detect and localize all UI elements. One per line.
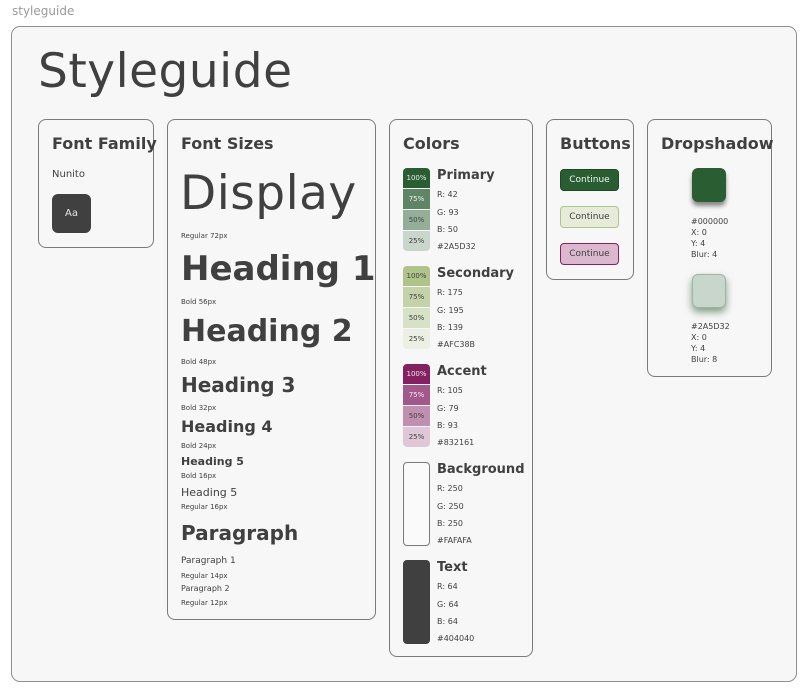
dropshadow-card: Dropshadow #000000 X: 0 Y: 4 Blur: 4 #2A… xyxy=(647,119,774,377)
accent-swatch-100: 100% xyxy=(403,364,430,384)
shadow1-y: Y: 4 xyxy=(691,239,706,248)
shadow1-blur: Blur: 4 xyxy=(691,250,718,259)
heading-3-sample: Heading 3 xyxy=(181,373,296,397)
accent-name: Accent xyxy=(437,364,487,379)
primary-b: B: 50 xyxy=(437,225,458,234)
buttons-title: Buttons xyxy=(560,134,631,153)
shadow2-x: X: 0 xyxy=(691,333,707,342)
heading-1-sample: Heading 1 xyxy=(181,249,376,289)
font-family-title: Font Family xyxy=(52,134,157,153)
text-g: G: 64 xyxy=(437,600,459,609)
accent-continue-button[interactable]: Continue xyxy=(560,243,619,265)
text-r: R: 64 xyxy=(437,582,458,591)
accent-r: R: 105 xyxy=(437,386,463,395)
font-family-card: Font Family Nunito Aa xyxy=(38,119,157,248)
heading-4-note: Bold 24px xyxy=(181,442,217,450)
background-swatch xyxy=(403,462,430,546)
shadow2-y: Y: 4 xyxy=(691,344,706,353)
accent-swatch-75: 75% xyxy=(403,385,430,405)
secondary-swatch-75: 75% xyxy=(403,287,430,307)
primary-swatch-100: 100% xyxy=(403,168,430,188)
accent-swatch-25: 25% xyxy=(403,427,430,447)
shadow-sample-dark xyxy=(692,168,726,202)
accent-swatch-50: 50% xyxy=(403,406,430,426)
paragraph-sample: Paragraph xyxy=(181,521,299,545)
accent-g: G: 79 xyxy=(437,404,459,413)
text-swatch xyxy=(403,560,430,644)
heading-4-sample: Heading 4 xyxy=(181,417,273,436)
background-r: R: 250 xyxy=(437,484,463,493)
secondary-g: G: 195 xyxy=(437,306,464,315)
heading-2-sample: Heading 2 xyxy=(181,314,353,349)
background-name: Background xyxy=(437,462,525,477)
colors-card: Colors 100% 75% 50% 25% Primary R: 42 G:… xyxy=(389,119,533,657)
secondary-swatch-25: 25% xyxy=(403,329,430,349)
secondary-hex: #AFC38B xyxy=(437,340,476,349)
dropshadow-title: Dropshadow xyxy=(661,134,774,153)
heading-5-bold-note: Bold 16px xyxy=(181,472,217,480)
primary-hex: #2A5D32 xyxy=(437,242,476,251)
text-hex: #404040 xyxy=(437,634,475,643)
secondary-r: R: 175 xyxy=(437,288,463,297)
font-name: Nunito xyxy=(52,169,85,180)
primary-swatch-25: 25% xyxy=(403,231,430,251)
primary-name: Primary xyxy=(437,168,495,183)
display-sample: Display xyxy=(180,166,357,221)
text-name: Text xyxy=(437,560,468,575)
shadow2-color: #2A5D32 xyxy=(691,322,730,331)
paragraph-2-sample: Paragraph 2 xyxy=(181,584,230,593)
background-g: G: 250 xyxy=(437,502,464,511)
text-b: B: 64 xyxy=(437,617,458,626)
secondary-swatch-50: 50% xyxy=(403,308,430,328)
frame-label: styleguide xyxy=(12,4,75,18)
primary-swatch-50: 50% xyxy=(403,210,430,230)
secondary-swatch-100: 100% xyxy=(403,266,430,286)
shadow2-blur: Blur: 8 xyxy=(691,355,718,364)
primary-r: R: 42 xyxy=(437,190,458,199)
paragraph-2-note: Regular 12px xyxy=(181,599,228,607)
colors-title: Colors xyxy=(403,134,460,153)
shadow1-x: X: 0 xyxy=(691,228,707,237)
heading-5-regular-note: Regular 16px xyxy=(181,503,228,511)
buttons-card: Buttons Continue Continue Continue xyxy=(546,119,634,280)
paragraph-1-sample: Paragraph 1 xyxy=(181,556,236,566)
heading-5-bold-sample: Heading 5 xyxy=(181,455,244,468)
font-sizes-card: Font Sizes Display Regular 72px Heading … xyxy=(167,119,376,620)
background-b: B: 250 xyxy=(437,519,463,528)
paragraph-1-note: Regular 14px xyxy=(181,572,228,580)
primary-swatch-75: 75% xyxy=(403,189,430,209)
background-hex: #FAFAFA xyxy=(437,536,472,545)
shadow1-color: #000000 xyxy=(691,217,729,226)
page-title: Styleguide xyxy=(38,44,293,99)
accent-b: B: 93 xyxy=(437,421,458,430)
secondary-b: B: 139 xyxy=(437,323,463,332)
secondary-name: Secondary xyxy=(437,266,515,281)
heading-2-note: Bold 48px xyxy=(181,358,217,366)
primary-g: G: 93 xyxy=(437,208,459,217)
shadow-sample-light xyxy=(692,274,726,308)
heading-1-note: Bold 56px xyxy=(181,298,217,306)
primary-continue-button[interactable]: Continue xyxy=(560,169,619,191)
font-sizes-title: Font Sizes xyxy=(181,134,274,153)
heading-3-note: Bold 32px xyxy=(181,404,217,412)
accent-hex: #832161 xyxy=(437,438,475,447)
secondary-continue-button[interactable]: Continue xyxy=(560,206,619,228)
heading-5-regular-sample: Heading 5 xyxy=(181,486,238,499)
display-note: Regular 72px xyxy=(181,232,228,240)
font-sample: Aa xyxy=(52,194,91,233)
